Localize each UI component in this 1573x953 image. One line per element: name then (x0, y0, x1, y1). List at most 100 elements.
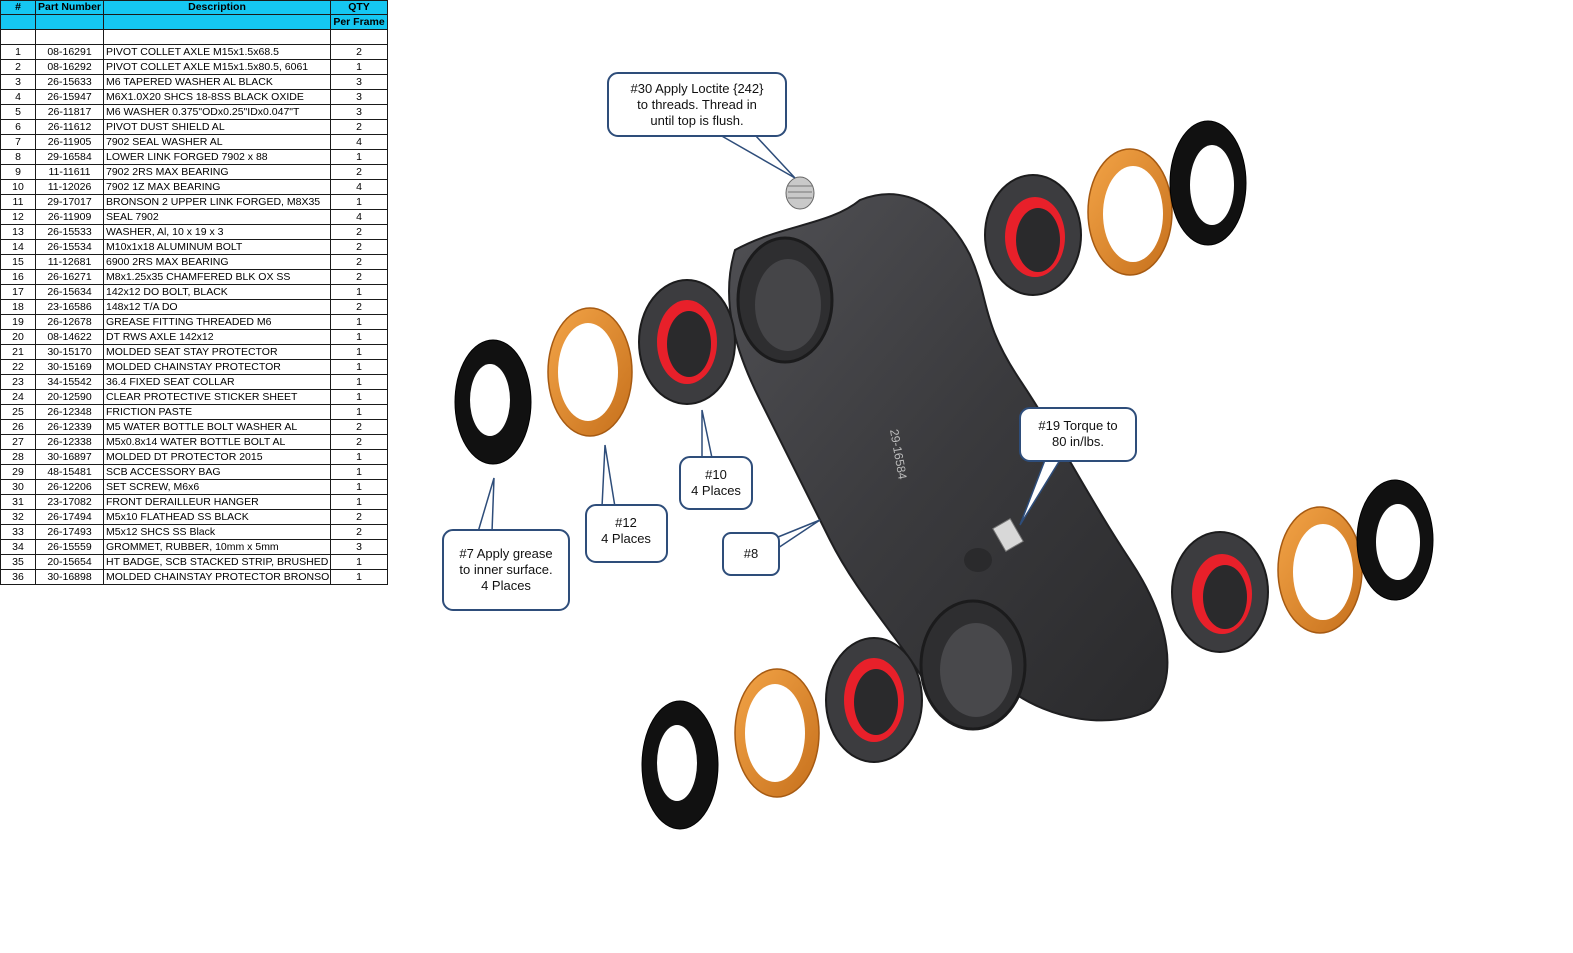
cell-part-number: 20-12590 (35, 389, 104, 405)
cell-part-number: 26-12678 (35, 314, 104, 330)
cell-description: M6 WASHER 0.375"ODx0.25"IDx0.047"T (103, 104, 331, 120)
cell-num: 10 (0, 179, 36, 195)
cell-num: 4 (0, 89, 36, 105)
seal-orange-lower-right (1277, 506, 1363, 634)
cell-description: 7902 1Z MAX BEARING (103, 179, 331, 195)
washer-black-upper-right (1169, 120, 1247, 246)
lower-link: 29-16584 (728, 193, 1169, 731)
cell-description: M8x1.25x35 CHAMFERED BLK OX SS (103, 269, 331, 285)
seal-orange-upper-right (1087, 148, 1173, 276)
callout-19-line1: #19 Torque to (1038, 418, 1117, 433)
cell-qty: 1 (330, 494, 388, 510)
cell-qty: 1 (330, 359, 388, 375)
cell-qty: 3 (330, 539, 388, 555)
cell-description: M5x10 FLATHEAD SS BLACK (103, 509, 331, 525)
cell-description: FRICTION PASTE (103, 404, 331, 420)
cell-part-number: 23-16586 (35, 299, 104, 315)
cell-part-number: 11-12026 (35, 179, 104, 195)
cell-description: 36.4 FIXED SEAT COLLAR (103, 374, 331, 390)
cell-qty: 2 (330, 419, 388, 435)
cell-num: 5 (0, 104, 36, 120)
cell-part-number: 26-12206 (35, 479, 104, 495)
cell-qty: 2 (330, 434, 388, 450)
cell-part-number: 11-11611 (35, 164, 104, 180)
cell-part-number: 26-15633 (35, 74, 104, 90)
cell-qty: 1 (330, 479, 388, 495)
parts-table: # Part Number Description QTY Per Frame … (0, 0, 388, 585)
exploded-diagram: 29-16584 (442, 72, 1434, 830)
cell-qty: 3 (330, 74, 388, 90)
cell-qty: 4 (330, 209, 388, 225)
cell-part-number: 26-15947 (35, 89, 104, 105)
seal-orange-mid-left (547, 307, 633, 437)
cell-description: 7902 2RS MAX BEARING (103, 164, 331, 180)
cell-description: M5x12 SHCS SS Black (103, 524, 331, 540)
cell-part-number: 30-16897 (35, 449, 104, 465)
cell-qty: 2 (330, 524, 388, 540)
callout-30-line1: #30 Apply Loctite {242} (630, 81, 764, 96)
cell-qty: 3 (330, 89, 388, 105)
cell-qty: 1 (330, 404, 388, 420)
cell-part-number: 26-12339 (35, 419, 104, 435)
cell-qty: 3 (330, 104, 388, 120)
cell-qty: 1 (330, 314, 388, 330)
callout-10-line2: 4 Places (691, 483, 741, 498)
cell-num: 24 (0, 389, 36, 405)
cell-qty: 1 (330, 329, 388, 345)
cell-qty: 1 (330, 284, 388, 300)
callout-12: #12 4 Places (585, 444, 668, 563)
cell-description: GREASE FITTING THREADED M6 (103, 314, 331, 330)
cell-description: MOLDED SEAT STAY PROTECTOR (103, 344, 331, 360)
bearing-upper-right (984, 174, 1082, 296)
table-header-row: # Part Number Description QTY (0, 0, 388, 15)
cell-qty: 1 (330, 449, 388, 465)
callout-7-line3: 4 Places (481, 578, 531, 593)
cell-num: 33 (0, 524, 36, 540)
col-header-blank (35, 14, 104, 30)
cell-part-number: 26-17493 (35, 524, 104, 540)
cell-description: SEAL 7902 (103, 209, 331, 225)
cell-num: 16 (0, 269, 36, 285)
cell-qty: 1 (330, 344, 388, 360)
callout-12-line2: 4 Places (601, 531, 651, 546)
cell-num: 9 (0, 164, 36, 180)
cell-num: 13 (0, 224, 36, 240)
cell-num: 27 (0, 434, 36, 450)
cell-num: 20 (0, 329, 36, 345)
cell-num: 15 (0, 254, 36, 270)
cell-qty: 1 (330, 149, 388, 165)
cell-num: 1 (0, 44, 36, 60)
cell-num: 2 (0, 59, 36, 75)
cell-description: M6 TAPERED WASHER AL BLACK (103, 74, 331, 90)
cell-qty: 4 (330, 179, 388, 195)
cell-description: M10x1x18 ALUMINUM BOLT (103, 239, 331, 255)
cell-part-number: 26-15533 (35, 224, 104, 240)
cell-num: 18 (0, 299, 36, 315)
washer-black-lower-right (1356, 479, 1434, 601)
cell-num: 34 (0, 539, 36, 555)
cell-num: 21 (0, 344, 36, 360)
cell-qty: 1 (330, 569, 388, 585)
cell-description: DT RWS AXLE 142x12 (103, 329, 331, 345)
cell-num: 36 (0, 569, 36, 585)
callout-7-line2: to inner surface. (459, 562, 552, 577)
table-spacer-row (0, 29, 388, 45)
cell-description: 148x12 T/A DO (103, 299, 331, 315)
cell-part-number: 08-14622 (35, 329, 104, 345)
cell-part-number: 26-12348 (35, 404, 104, 420)
grease-fitting (964, 518, 1024, 572)
